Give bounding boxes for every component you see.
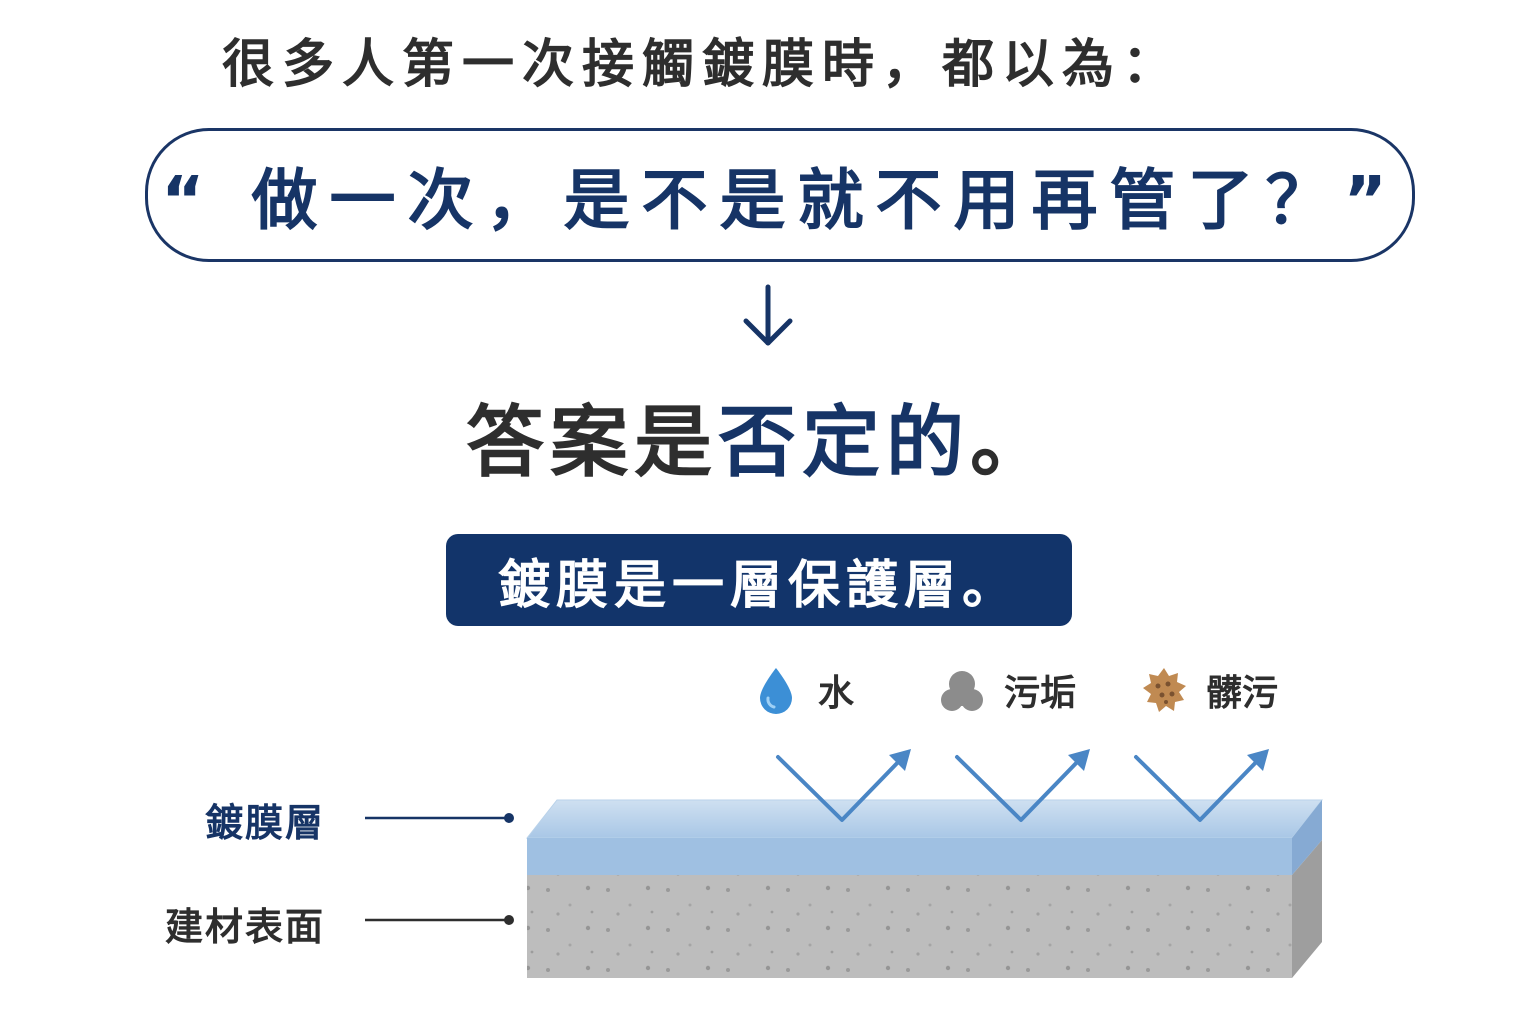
legend-item-dirt: 污垢: [938, 660, 1076, 720]
answer-statement: 答案是否定的。: [466, 380, 1054, 492]
dirt-icon: [941, 671, 983, 711]
bounce-arrow-grime: [1134, 749, 1269, 822]
answer-part-1: 答案是: [466, 398, 719, 488]
coating-leader-line: [365, 813, 514, 823]
coating-banner: 鍍膜是一層保護層。: [446, 534, 1072, 626]
bounce-arrow-water: [776, 749, 911, 822]
legend-label-grime: 髒污: [1206, 673, 1279, 714]
intro-text: 很多人第一次接觸鍍膜時，都以為：: [222, 35, 1183, 95]
question-callout: “ 做一次，是不是就不用再管了？”: [145, 128, 1415, 262]
grime-icon: [1143, 668, 1186, 712]
legend-label-water: 水: [818, 673, 855, 714]
substrate-layer-label: 建材表面: [165, 905, 326, 949]
answer-period: 。: [970, 398, 1055, 488]
legend-label-dirt: 污垢: [1004, 673, 1077, 714]
coating-layer: [525, 799, 1324, 875]
answer-emphasis: 否定的: [718, 398, 971, 488]
legend-item-grime: 髒污: [1140, 660, 1278, 720]
legend-item-water: 水: [752, 660, 854, 720]
bounce-arrow-dirt: [955, 749, 1090, 822]
question-text: “ 做一次，是不是就不用再管了？”: [161, 162, 1399, 239]
substrate-layer: [527, 840, 1322, 978]
coating-layer-label: 鍍膜層: [205, 801, 326, 845]
water-drop-icon: [760, 668, 792, 714]
banner-text: 鍍膜是一層保護層。: [497, 555, 1020, 616]
down-arrow-icon: [743, 284, 793, 346]
substrate-leader-line: [365, 915, 514, 925]
